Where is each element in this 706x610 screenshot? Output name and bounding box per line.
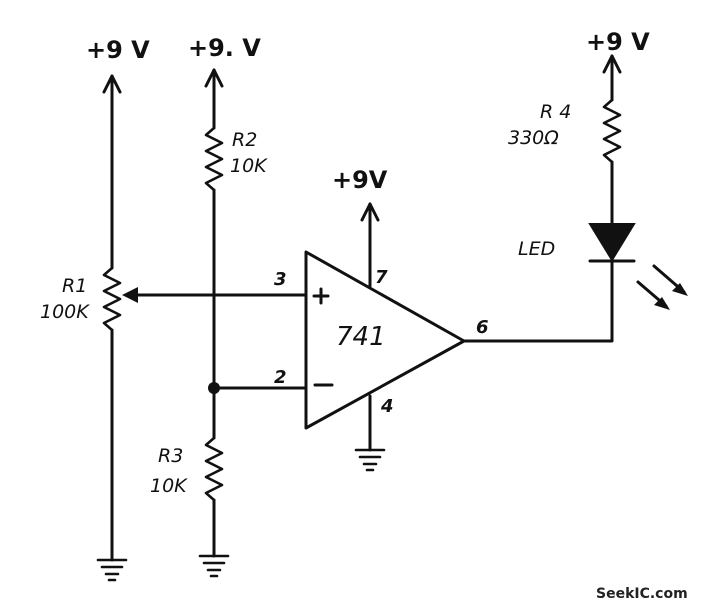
r1-name-label: R1 <box>62 275 87 297</box>
opamp-part-label: 741 <box>336 322 386 352</box>
wiper-arrowhead <box>122 287 138 303</box>
r1-zigzag <box>102 266 122 332</box>
r4-value-label: 330Ω <box>508 127 559 149</box>
opamp-supply-label: +9V <box>332 166 388 194</box>
opamp-741 <box>304 202 466 472</box>
opamp-supply-arrow <box>360 202 380 222</box>
pin-3-label: 3 <box>274 269 287 290</box>
r2-zigzag <box>204 126 224 192</box>
wiper-to-noninverting-wire <box>122 287 308 303</box>
r1-supply-label: +9 V <box>86 36 150 64</box>
r4-name-label: R 4 <box>540 101 571 123</box>
pin-4-label: 4 <box>380 396 394 417</box>
opamp-triangle <box>304 250 466 430</box>
r2-name-label: R2 <box>232 129 257 151</box>
plus-sign <box>312 287 330 305</box>
led-triangle <box>588 223 636 262</box>
r4-supply-label: +9 V <box>586 28 650 56</box>
pin-6-label: 6 <box>476 317 489 338</box>
opamp-ground-symbol <box>354 448 386 472</box>
r4-supply-arrow <box>602 54 622 74</box>
light-emission-arrows <box>636 264 688 310</box>
watermark-text: SeekIC.com <box>596 586 688 602</box>
r1-potentiometer <box>96 74 128 582</box>
pin-7-label: 7 <box>375 267 388 288</box>
r2-value-label: 10K <box>230 155 268 177</box>
led-diode <box>588 223 688 310</box>
r1-supply-arrow <box>102 74 122 94</box>
output-wire <box>462 260 614 343</box>
pin-2-label: 2 <box>274 367 287 388</box>
r1-ground-symbol <box>96 558 128 582</box>
r2-resistor <box>204 68 224 440</box>
r3-name-label: R3 <box>158 445 183 467</box>
r3-zigzag <box>204 436 224 502</box>
r3-value-label: 10K <box>150 475 188 497</box>
r3-ground-symbol <box>198 554 230 578</box>
r2-supply-label: +9. V <box>188 34 261 62</box>
led-label: LED <box>518 238 555 260</box>
r4-resistor <box>602 54 622 226</box>
r2-supply-arrow <box>204 68 224 88</box>
r1-value-label: 100K <box>40 301 90 323</box>
r4-zigzag <box>602 98 622 164</box>
r3-resistor <box>198 436 230 578</box>
